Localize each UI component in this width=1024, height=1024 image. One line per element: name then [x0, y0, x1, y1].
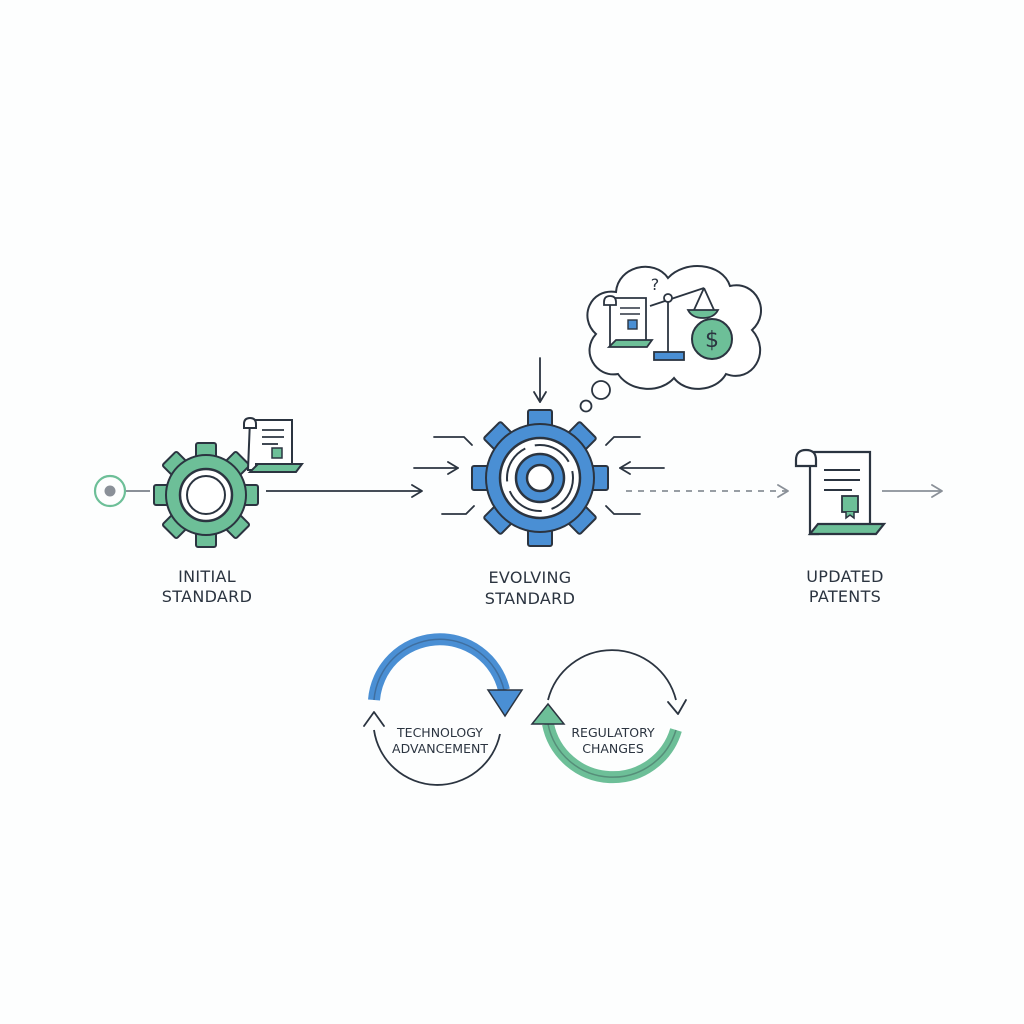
stage-label-updated: UPDATED PATENTS [806, 567, 883, 606]
stage-label-line: UPDATED [806, 567, 883, 586]
cycle-label-line: REGULATORY [571, 725, 655, 740]
bubble-document-icon [604, 296, 652, 347]
stage-label-initial: INITIAL STANDARD [162, 567, 252, 606]
svg-text:$: $ [705, 328, 719, 353]
stage-label-line: EVOLVING [489, 568, 572, 587]
stage-label-line: INITIAL [178, 567, 236, 586]
cycle-label-line: CHANGES [582, 741, 644, 756]
cycle-label-line: ADVANCEMENT [392, 741, 488, 756]
stage-label-line: STANDARD [162, 587, 252, 606]
stage-label-line: PATENTS [809, 587, 881, 606]
start-node-icon [95, 476, 150, 506]
regulatory-cycle-icon: REGULATORY CHANGES [532, 650, 686, 777]
evolving-gear-icon [472, 410, 608, 546]
dollar-coin-icon: $ [692, 319, 732, 359]
stage-label-evolving: EVOLVING STANDARD [485, 568, 575, 608]
updated-patent-document-icon [796, 450, 884, 534]
stage-label-line: STANDARD [485, 589, 575, 608]
initial-gear-icon [154, 443, 258, 547]
thought-bubble: ? $ [581, 266, 761, 411]
patent-document-icon [244, 418, 302, 472]
cycle-label-line: TECHNOLOGY [396, 725, 483, 740]
question-mark: ? [651, 275, 660, 294]
technology-cycle-icon: TECHNOLOGY ADVANCEMENT [364, 639, 522, 785]
